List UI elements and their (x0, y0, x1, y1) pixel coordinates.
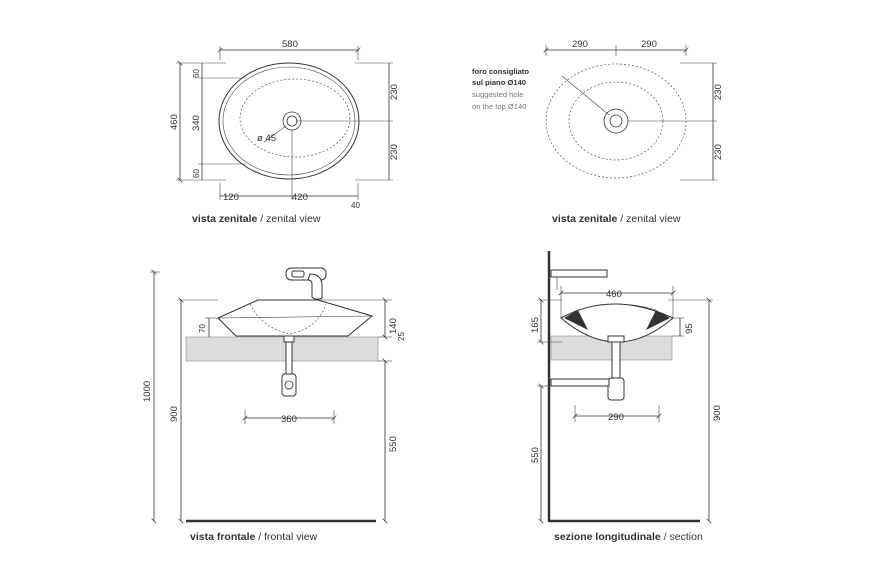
section-view: 460 165 95 550 900 290 sezione longitudi… (530, 251, 723, 543)
top-right-view: foro consigliato sul piano Ø140 suggeste… (472, 39, 724, 225)
hole-note-line2: sul piano Ø140 (472, 78, 526, 87)
caption-top-left: vista zenitale / zenital view (192, 213, 321, 225)
total-height-label: 1000 (142, 381, 153, 402)
caption-front: vista frontale / frontal view (190, 531, 318, 543)
counter-thickness-label: 25 (397, 332, 406, 341)
spout-icon (550, 269, 608, 290)
depth-label: 165 (530, 317, 541, 333)
caption-top-right: vista zenitale / zenital view (552, 213, 681, 225)
caption-section: sezione longitudinale / section (554, 531, 703, 543)
inner-depth-label: 95 (684, 323, 695, 334)
right-top-label: 230 (713, 84, 724, 100)
half-right-label: 290 (641, 39, 657, 50)
right-top-label: 230 (389, 84, 400, 100)
counter-top (185, 336, 379, 362)
right-bottom-label: 230 (389, 144, 400, 160)
left-offset-label: 120 (223, 192, 239, 203)
width-label: 580 (282, 39, 298, 50)
hole-note-line4: on the top Ø140 (472, 102, 526, 111)
trap-icon (281, 335, 297, 397)
width-label: 460 (606, 289, 622, 300)
drain-diameter-label: ø 45 (257, 133, 276, 144)
bowl-hidden-line (239, 78, 351, 158)
height-140-label: 140 (388, 318, 399, 334)
right-height-label: 550 (388, 436, 399, 452)
bottom-span-label: 420 (292, 192, 308, 203)
front-view: 1000 900 70 140 25 550 360 vista frontal… (142, 267, 406, 543)
counter-height-label: 900 (169, 406, 180, 422)
half-left-label: 290 (572, 39, 588, 50)
right-height-label: 900 (712, 405, 723, 421)
faucet-icon (285, 267, 327, 300)
bowl-depth-label: 70 (198, 324, 207, 333)
bottom-right-label: 40 (351, 201, 360, 210)
hole-note-line1: foro consigliato (472, 67, 529, 76)
top-gap-label: 60 (192, 69, 201, 78)
trap-icon (550, 335, 625, 401)
right-bottom-label: 230 (713, 144, 724, 160)
hole-note-line3: suggested hole (472, 90, 524, 99)
trap-label: 290 (608, 412, 624, 423)
bottom-gap-label: 60 (192, 169, 201, 178)
drain-icon (603, 108, 629, 134)
left-height-label: 550 (530, 447, 541, 463)
trap-label: 360 (281, 414, 297, 425)
top-left-view: ø 45 580 460 60 340 60 230 230 120 420 4… (169, 39, 400, 225)
height-label: 460 (169, 114, 180, 130)
inner-label: 340 (191, 115, 202, 131)
